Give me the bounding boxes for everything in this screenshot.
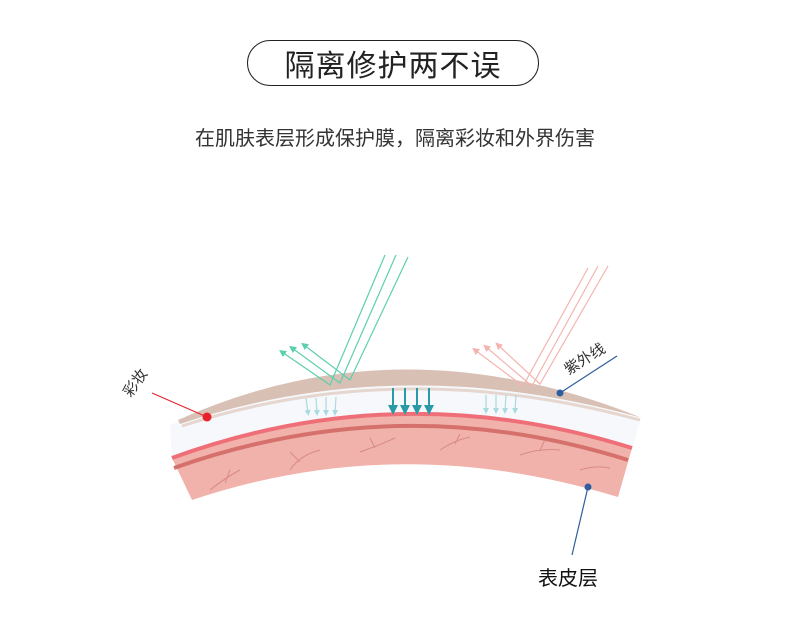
nutrient-arrows: [388, 388, 434, 415]
faint-arrows: [304, 394, 519, 416]
page-title: 隔离修护两不误: [247, 40, 539, 86]
uv-callout-line: [559, 355, 618, 394]
reflected-light-rays: [279, 254, 409, 386]
title-text: 隔离修护两不误: [284, 49, 502, 84]
makeup-callout-line: [151, 392, 208, 418]
uv-rays: [472, 265, 609, 387]
blood-vessels: [209, 433, 611, 491]
epidermis-callout-line: [571, 486, 589, 556]
uv-marker: [556, 389, 564, 397]
epidermis-label: 表皮层: [538, 566, 598, 590]
makeup-marker: [202, 412, 212, 422]
subtitle: 在肌肤表层形成保护膜，隔离彩妆和外界伤害: [195, 126, 595, 150]
epidermis-marker: [584, 483, 592, 491]
makeup-layer: [178, 369, 642, 424]
